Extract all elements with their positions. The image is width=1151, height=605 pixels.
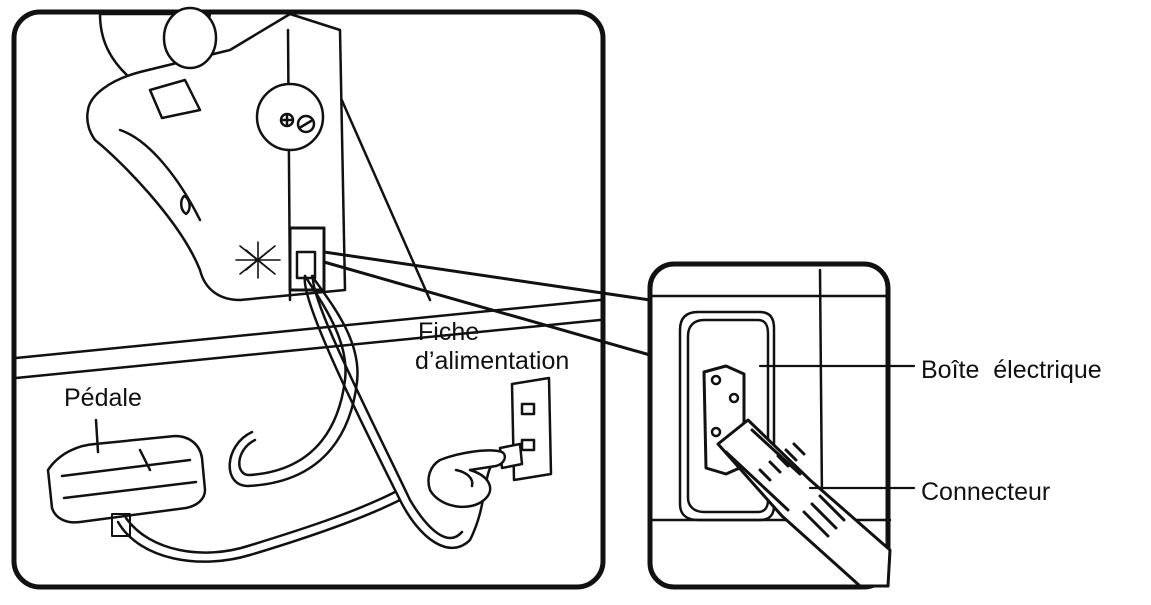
label-boite-electrique: Boîte électrique	[921, 356, 1102, 384]
handwheel	[162, 6, 218, 70]
pedal-cord	[111, 490, 402, 563]
label-pedale: Pédale	[64, 384, 142, 412]
foot-pedal-illustration	[46, 418, 207, 524]
leader-lines	[758, 364, 916, 490]
label-fiche-line1: Fiche	[418, 318, 480, 346]
label-connecteur: Connecteur	[921, 478, 1051, 506]
hand	[427, 449, 507, 508]
label-fiche-alimentation: Fiche d’alimentation	[415, 318, 570, 376]
zoom-connector	[716, 418, 892, 588]
zoom-callout-lines	[322, 250, 652, 357]
label-fiche-line2: d’alimentation	[415, 347, 570, 375]
wall-outlet	[498, 376, 553, 482]
vent-grille	[235, 241, 281, 279]
sewing-machine	[86, 6, 347, 302]
